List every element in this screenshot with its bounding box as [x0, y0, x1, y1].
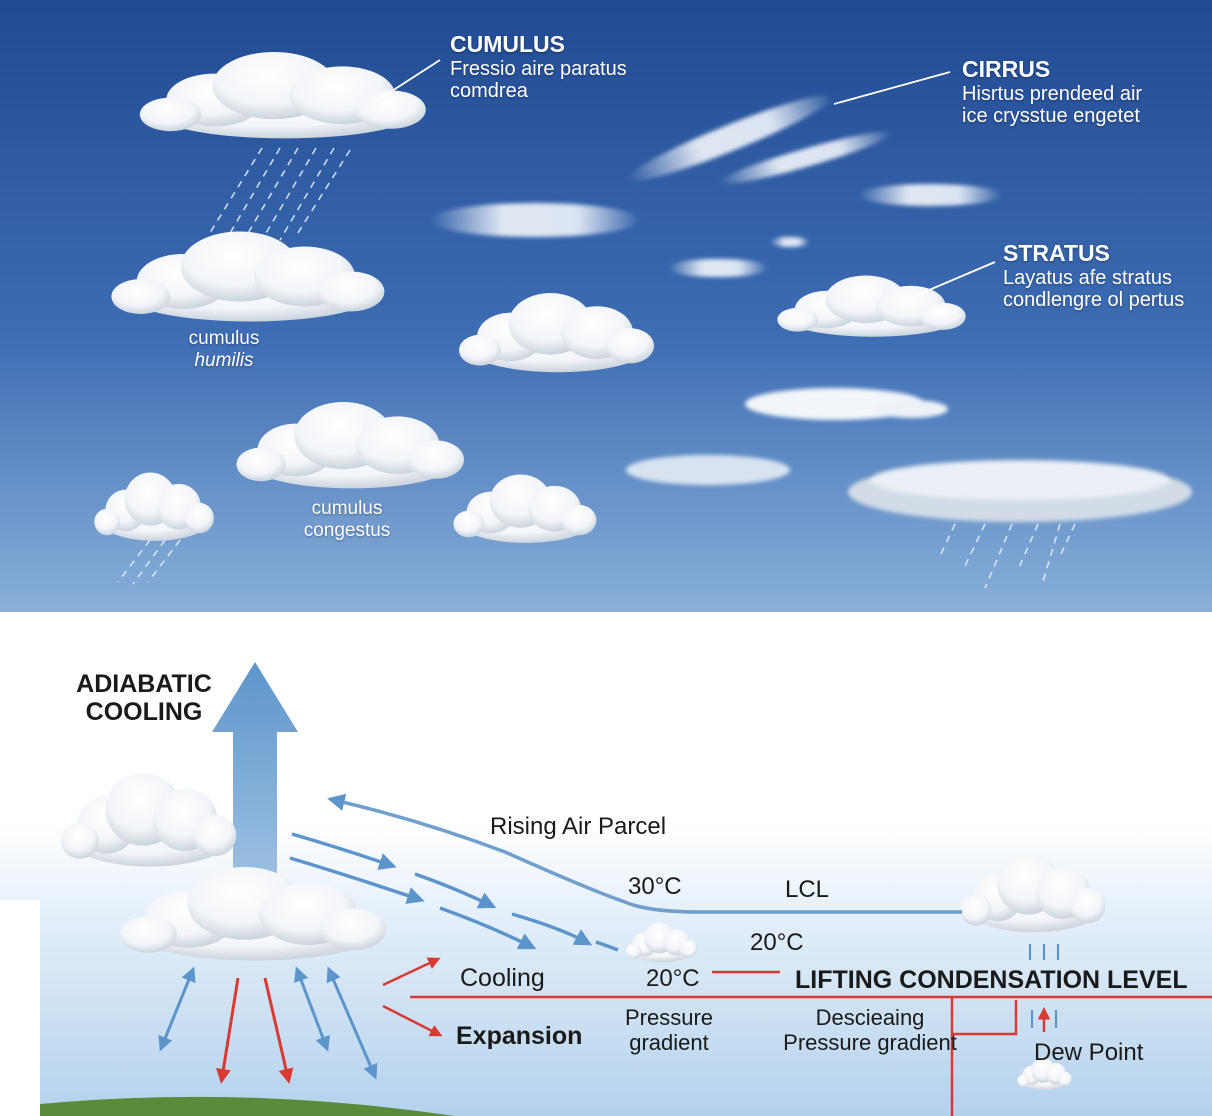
label-adiabatic-cooling: ADIABATIC COOLING — [66, 670, 222, 726]
callout-cirrus-line2: ice crysstue engetet — [962, 105, 1140, 128]
label-descending-pressure-gradient: Descieaing Pressure gradient — [770, 1005, 970, 1055]
label-pressure-gradient-line2: gradient — [629, 1029, 709, 1055]
label-cumulus-humilis-line1: cumulus — [188, 328, 260, 349]
label-cooling: Cooling — [460, 964, 545, 992]
label-lcl: LCL — [785, 876, 830, 903]
label-descending-line2: Pressure gradient — [783, 1029, 957, 1055]
ground — [40, 1096, 455, 1116]
cooling-expansion-arrows — [382, 957, 443, 1037]
callout-stratus-line2: condlengre ol pertus — [1003, 289, 1185, 312]
dew-point-ticks — [1028, 944, 1060, 1028]
label-adiabatic-line2: COOLING — [85, 698, 203, 726]
adiabatic-cooling-arrow — [212, 662, 298, 920]
label-rising-air-parcel: Rising Air Parcel — [490, 813, 667, 840]
callout-cumulus-line2: comdrea — [450, 80, 528, 103]
label-temp-20-lower: 20°C — [646, 965, 700, 992]
label-lifting-condensation-level: LIFTING CONDENSATION LEVEL — [795, 966, 1188, 994]
convection-arrows — [158, 966, 378, 1084]
label-temp-20-upper: 20°C — [750, 929, 804, 956]
callout-cirrus-title: CIRRUS — [962, 56, 1051, 82]
label-pressure-gradient-line1: Pressure — [624, 1005, 714, 1030]
callout-cirrus: CIRRUS Hisrtus prendeed air ice crysstue… — [962, 56, 1143, 128]
label-cumulus-humilis-line2: humilis — [194, 349, 254, 371]
label-cumulus-humilis: cumulus humilis — [172, 328, 276, 372]
label-cumulus-congestus-line2: congestus — [303, 519, 391, 541]
left-border — [0, 900, 40, 1116]
air-flow-arrows — [289, 832, 619, 952]
callout-stratus-line1: Layatus afe stratus — [1003, 266, 1172, 289]
callout-cumulus: CUMULUS Fressio aire paratus comdrea — [450, 31, 627, 103]
rising-air-parcel-path — [327, 793, 962, 914]
label-cumulus-congestus-line1: cumulus — [311, 498, 383, 519]
callout-cirrus-line1: Hisrtus prendeed air — [962, 82, 1143, 105]
label-adiabatic-line1: ADIABATIC — [76, 670, 212, 698]
stratus-clouds — [626, 275, 1192, 522]
label-dew-point: Dew Point — [1034, 1039, 1144, 1066]
rain-streaks — [117, 147, 1076, 589]
label-pressure-gradient: Pressure gradient — [610, 1005, 728, 1055]
condensation-level-lines — [410, 970, 1212, 1116]
callout-stratus-title: STRATUS — [1003, 240, 1110, 266]
label-temp-30: 30°C — [628, 873, 682, 900]
cirrus-clouds — [430, 95, 1002, 277]
label-cumulus-congestus: cumulus congestus — [285, 498, 409, 542]
callout-cumulus-line1: Fressio aire paratus — [450, 57, 627, 80]
callout-stratus: STRATUS Layatus afe stratus condlengre o… — [1003, 240, 1185, 312]
label-expansion: Expansion — [456, 1022, 583, 1050]
callout-leaders — [377, 59, 996, 297]
label-descending-line1: Descieaing — [815, 1005, 925, 1030]
callout-cumulus-title: CUMULUS — [450, 31, 565, 57]
